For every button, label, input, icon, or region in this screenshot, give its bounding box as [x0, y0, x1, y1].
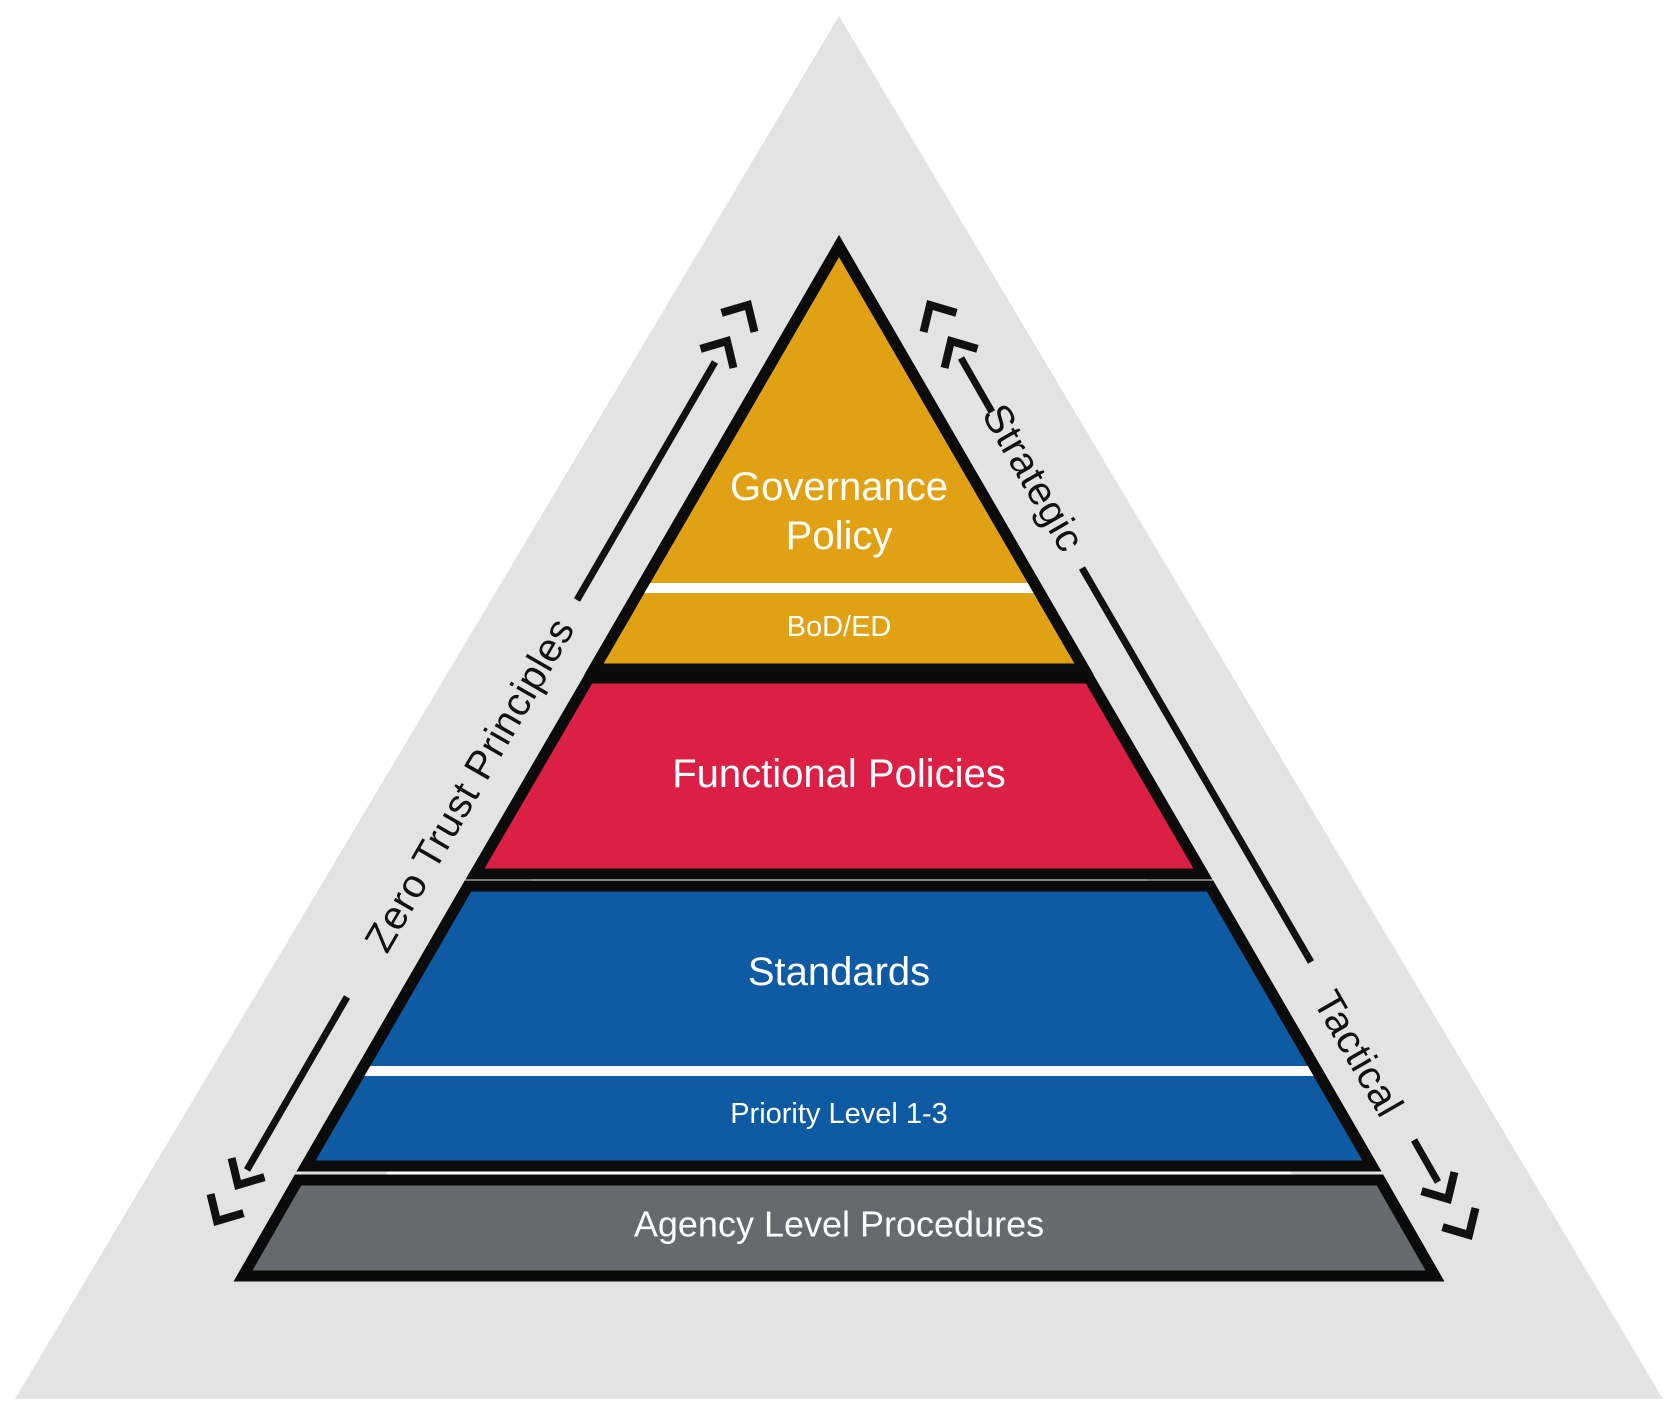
layer-shape: [233, 1174, 1445, 1282]
arrow-line-segment: [573, 360, 719, 602]
layer-title: Governance: [730, 465, 948, 509]
layer-subtitle: BoD/ED: [787, 611, 892, 643]
layer-outline: [584, 235, 1094, 675]
layer-title: Functional Policies: [672, 752, 1006, 796]
arrow-line-segment: [1410, 1138, 1442, 1184]
arrow-line-segment: [957, 356, 996, 414]
layer-agency-level-procedures: Agency Level Procedures: [233, 1174, 1445, 1282]
layer-title: Agency Level Procedures: [634, 1204, 1044, 1245]
layer-shape: [465, 672, 1213, 880]
arrow-line-segment: [1078, 566, 1315, 964]
layer-functional-policies: Functional Policies: [465, 672, 1213, 880]
layer-divider: [306, 1066, 1372, 1076]
layer-title: Policy: [786, 514, 893, 558]
layer-standards: Standards Priority Level 1-3: [296, 880, 1382, 1172]
layer-subtitle: Priority Level 1-3: [730, 1098, 948, 1130]
layer-outline: [296, 880, 1382, 1172]
layer-governance-policy: Governance Policy BoD/ED: [584, 235, 1094, 675]
layer-divider: [594, 583, 1084, 593]
layer-title: Standards: [748, 950, 930, 994]
arrow-line-segment: [243, 995, 351, 1172]
